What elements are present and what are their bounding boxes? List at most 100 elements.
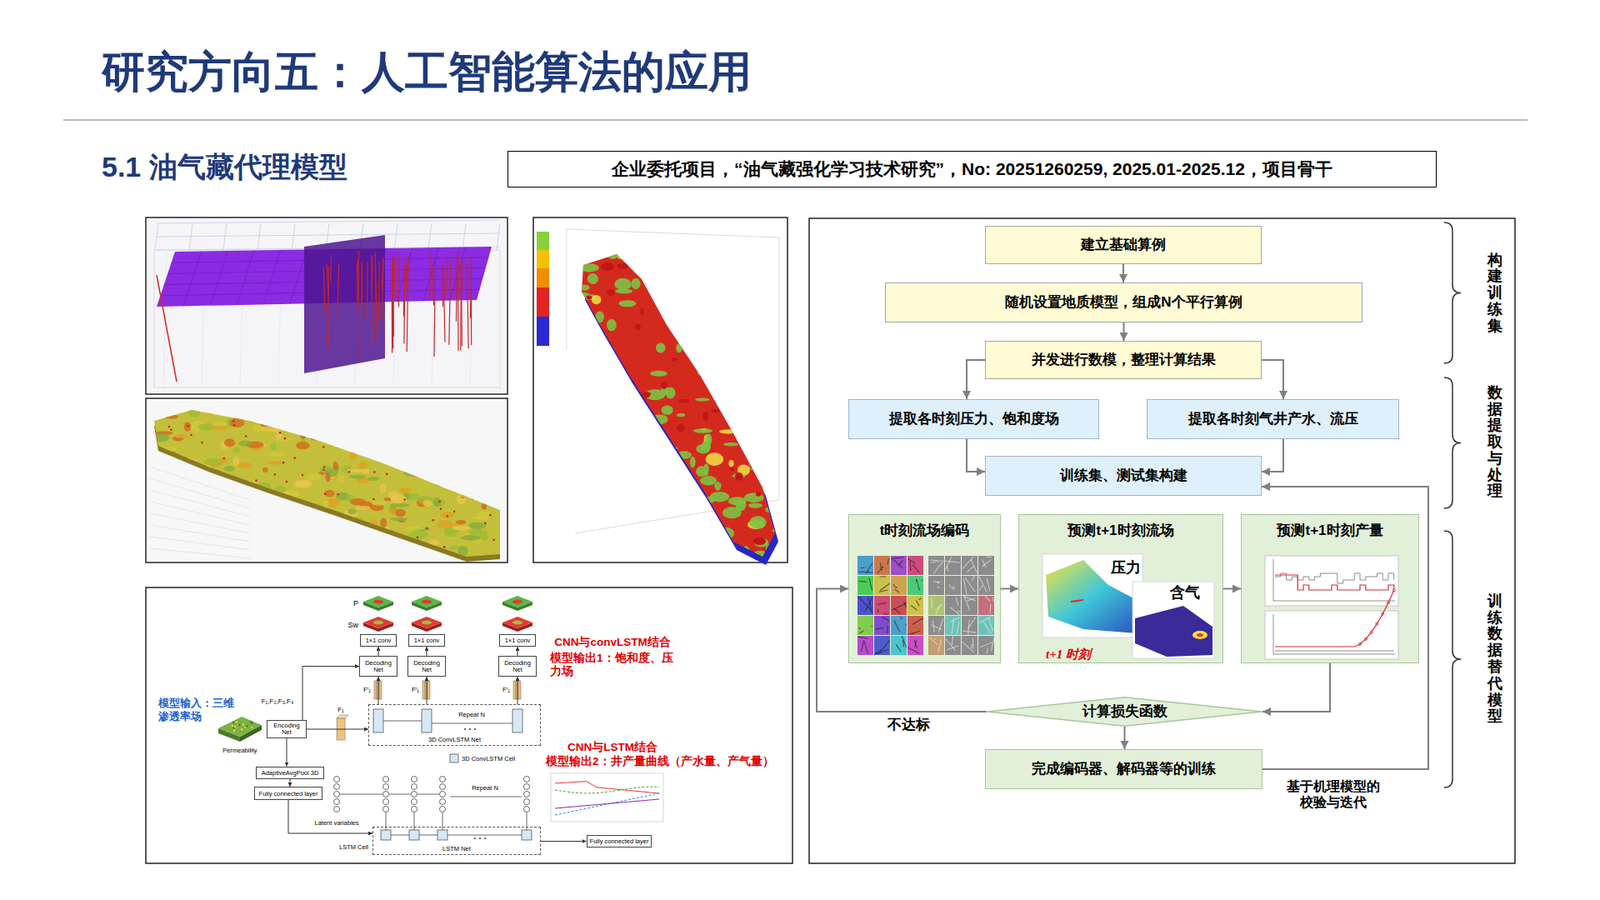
well-trace xyxy=(457,250,460,351)
well-dot xyxy=(167,477,170,480)
texture-patch xyxy=(690,456,696,469)
texture-patch xyxy=(706,315,721,325)
texture-patch xyxy=(296,415,311,423)
well-trace xyxy=(449,263,451,345)
grid-line xyxy=(150,536,250,550)
texture-patch xyxy=(605,247,620,259)
texture-patch xyxy=(672,551,680,559)
texture-patch xyxy=(605,488,611,500)
well-mark xyxy=(1070,600,1084,602)
texture-patch xyxy=(600,349,607,358)
texture-patch xyxy=(370,554,390,559)
texture-patch xyxy=(300,479,312,487)
connector-arrow xyxy=(290,779,291,788)
lstm-cell xyxy=(409,830,420,840)
neuron xyxy=(383,784,390,790)
neuron xyxy=(524,784,530,790)
output-note: 模型输出1：饱和度、压力场 xyxy=(550,651,679,679)
texture-patch xyxy=(593,345,606,350)
node-text: 建立基础算例 xyxy=(1080,236,1166,254)
edge-label: 基于机理模型的 校验与迭代 xyxy=(1281,778,1385,810)
texture-patch xyxy=(671,357,678,362)
texture-patch xyxy=(456,465,467,473)
texture-patch xyxy=(320,546,330,551)
feature-stroke xyxy=(956,621,960,635)
feature-stroke xyxy=(962,630,976,633)
feature-tile xyxy=(907,575,924,595)
texture-patch xyxy=(703,463,709,476)
texture-patch xyxy=(765,290,781,302)
well-dot xyxy=(279,431,282,435)
texture-patch xyxy=(735,357,755,361)
well-trace xyxy=(434,260,436,357)
texture-patch xyxy=(468,522,487,530)
node-text: 预测t+1时刻流场 xyxy=(1067,522,1174,540)
texture-patch xyxy=(761,254,772,262)
texture-patch xyxy=(476,475,489,485)
connector-arrow xyxy=(1000,588,1019,590)
texture-patch xyxy=(387,451,395,455)
texture-patch xyxy=(323,500,329,508)
texture-patch xyxy=(436,520,454,529)
feature-tile xyxy=(907,555,924,575)
well-dot xyxy=(425,527,429,530)
neuron xyxy=(411,776,418,783)
image-frame xyxy=(145,398,508,563)
texture-patch xyxy=(233,447,241,454)
texture-patch xyxy=(713,366,730,370)
node-text: 并发进行数模，整理计算结果 xyxy=(1031,351,1216,369)
well-dot xyxy=(484,522,487,525)
well-dot xyxy=(284,437,287,440)
texture-patch xyxy=(206,478,225,487)
feature-tile xyxy=(961,555,978,575)
texture-patch xyxy=(210,425,229,431)
node-text: 企业委托项目，“油气藏强化学习技术研究”，No: 20251260259, 20… xyxy=(611,158,1333,180)
texture-patch xyxy=(614,278,632,290)
process-box: 训练集、测试集构建 xyxy=(985,455,1262,496)
lstm-cell xyxy=(521,830,532,840)
texture-patch xyxy=(735,378,743,392)
connector-arrow xyxy=(1261,360,1284,400)
texture-patch xyxy=(173,508,193,515)
texture-patch xyxy=(191,486,211,496)
feature-stroke xyxy=(910,561,911,572)
texture-patch xyxy=(214,505,234,510)
texture-patch xyxy=(301,537,320,548)
plane-grid xyxy=(423,247,440,301)
texture-patch xyxy=(741,389,748,398)
well-dot xyxy=(191,460,195,463)
feature-tile xyxy=(907,615,924,635)
well-trace xyxy=(375,252,377,342)
well-dot xyxy=(190,434,193,437)
texture-patch xyxy=(696,366,706,376)
texture-patch xyxy=(265,523,273,531)
well-dot xyxy=(471,497,475,500)
texture-patch xyxy=(471,515,490,520)
map-spot xyxy=(421,600,432,605)
node-text-group: 预测t+1时刻产量 xyxy=(1276,522,1383,540)
texture-patch xyxy=(400,487,412,494)
texture-patch xyxy=(191,535,205,540)
texture-patch xyxy=(765,355,774,360)
texture-patch xyxy=(408,530,428,540)
connector-arrow xyxy=(540,840,587,842)
map-dot xyxy=(240,728,243,730)
texture-patch xyxy=(680,513,692,522)
well-dot xyxy=(235,521,239,525)
neuron xyxy=(524,799,530,805)
layer-box: Fully connected layer xyxy=(586,835,653,848)
well-dot xyxy=(180,464,184,467)
texture-patch xyxy=(379,554,396,560)
well-trace xyxy=(460,265,462,351)
feature-stroke xyxy=(859,580,867,582)
feature-stroke xyxy=(858,627,861,629)
axis-line xyxy=(779,237,780,500)
node-text-group: 1×1 conv xyxy=(365,636,392,645)
process-box: 并发进行数模，整理计算结果 xyxy=(985,340,1262,380)
texture-patch xyxy=(361,450,372,455)
texture-patch xyxy=(735,472,744,481)
texture-patch xyxy=(275,433,282,438)
texture-patch xyxy=(424,431,435,438)
texture-patch xyxy=(319,535,328,541)
chart-line xyxy=(555,799,660,809)
